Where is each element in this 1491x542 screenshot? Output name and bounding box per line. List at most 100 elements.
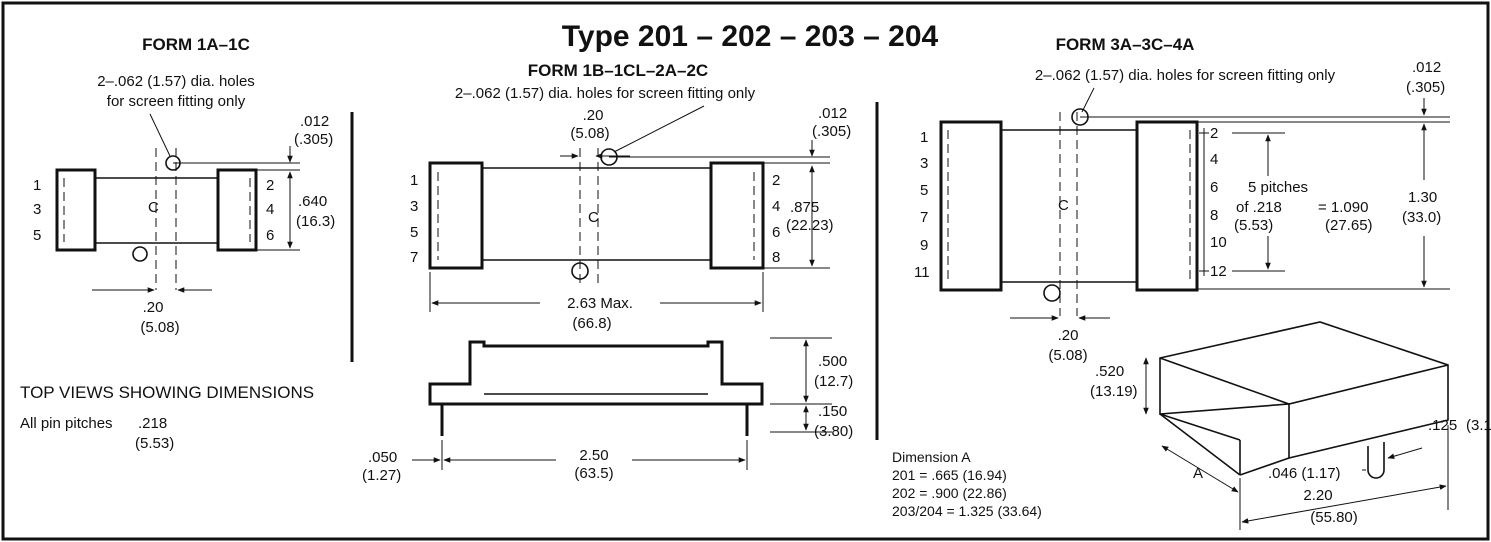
pin-pitch-mm: (5.53) <box>135 435 174 452</box>
pitch-mm: (5.53) <box>1234 217 1273 234</box>
dimension-a-row-203-204: 203/204 = 1.325 (33.64) <box>892 503 1042 519</box>
side-height-mm: (12.7) <box>814 373 853 390</box>
form-1b-1cl-2a-2c: FORM 1B–1CL–2A–2C 2–.062 (1.57) dia. hol… <box>362 61 853 484</box>
form1-end-right <box>216 168 258 252</box>
form2-dim-top-in: .012 <box>818 105 847 122</box>
form2-pin-8: 8 <box>772 249 780 266</box>
form1-leader <box>149 113 171 157</box>
screen-slot-width: .046 (1.17) <box>1268 465 1341 482</box>
form2-dim-length: 2.63 Max. <box>567 295 633 312</box>
screen-width-label: A <box>1193 465 1203 482</box>
form1-pin-3: 3 <box>33 201 41 218</box>
form1-dim-height-in: .640 <box>298 193 327 210</box>
form1-end-left <box>55 168 97 252</box>
form2-pin-7: 7 <box>410 249 418 266</box>
pitch-of: of .218 <box>1236 199 1282 216</box>
form1-hole-bottom <box>132 246 148 262</box>
form3-pin-1: 1 <box>920 129 928 146</box>
form1-pin-2: 2 <box>266 177 274 194</box>
form1-dim-hole-in: .20 <box>143 299 164 316</box>
form3-heading: FORM 3A–3C–4A <box>1056 35 1195 54</box>
form3-dim-height-mm: (33.0) <box>1402 209 1441 226</box>
screen-length-mm: (55.80) <box>1310 509 1358 526</box>
screen-height-mm: (13.19) <box>1090 383 1138 400</box>
form1-dim-hole-mm: (5.08) <box>140 319 179 336</box>
form2-end-left <box>428 161 484 270</box>
form3-centerline-label: C <box>1058 197 1069 214</box>
form2-pin-2: 2 <box>772 172 780 189</box>
form3-leader <box>1081 87 1095 113</box>
form3-dim-top-mm: (.305) <box>1406 79 1445 96</box>
form-1a-1c: FORM 1A–1C 2–.062 (1.57) dia. holes for … <box>20 35 335 452</box>
screen-slot <box>1367 442 1385 479</box>
form2-dim-height-mm: (22.23) <box>786 217 834 234</box>
form1-dim-top-mm: (.305) <box>294 131 333 148</box>
form3-pin-8: 8 <box>1210 207 1218 224</box>
form3-dim-hole-in: .20 <box>1058 327 1079 344</box>
form3-pin-12: 12 <box>1210 263 1227 280</box>
form3-pin-7: 7 <box>920 209 928 226</box>
side-pin-in: .150 <box>818 403 847 420</box>
side-height-in: .500 <box>818 353 847 370</box>
form1-pin-5: 5 <box>33 227 41 244</box>
form2-pin-1: 1 <box>410 172 418 189</box>
form2-pin-4: 4 <box>772 198 780 215</box>
type-title: Type 201 – 202 – 203 – 204 <box>562 20 939 53</box>
side-pin-mm: (3.80) <box>814 423 853 440</box>
dimension-a-row-202: 202 = .900 (22.86) <box>892 485 1007 501</box>
form1-heading: FORM 1A–1C <box>142 35 250 54</box>
form3-pin-10: 10 <box>1210 234 1227 251</box>
form2-end-right <box>709 161 765 270</box>
form3-end-left <box>939 120 1003 292</box>
side-offset-in: .050 <box>368 449 397 466</box>
form2-centerline-label: C <box>588 209 599 226</box>
form-3a-3c-4a: FORM 3A–3C–4A 2–.062 (1.57) dia. holes f… <box>914 35 1450 364</box>
screen-slot-mm: (3.18) <box>1466 417 1491 434</box>
form2-hole-bottom <box>571 262 589 280</box>
form3-dim-hole-mm: (5.08) <box>1048 347 1087 364</box>
top-views-caption: TOP VIEWS SHOWING DIMENSIONS <box>20 383 314 402</box>
form1-dim-top-in: .012 <box>300 113 329 130</box>
pitch-total-mm: (27.65) <box>1325 217 1373 234</box>
form2-side-view <box>428 340 764 406</box>
form3-pin-6: 6 <box>1210 179 1218 196</box>
form1-centerline-label: C <box>148 199 159 216</box>
form2-heading: FORM 1B–1CL–2A–2C <box>528 61 708 80</box>
form3-holes-note: 2–.062 (1.57) dia. holes for screen fitt… <box>1035 67 1336 84</box>
form1-holes-note-line1: 2–.062 (1.57) dia. holes <box>97 73 255 90</box>
pin-pitch-in: .218 <box>138 415 167 432</box>
form3-end-right <box>1135 120 1199 292</box>
screen-outline <box>1159 321 1449 460</box>
form2-holes-note: 2–.062 (1.57) dia. holes for screen fitt… <box>455 85 756 102</box>
pitch-total: = 1.090 <box>1318 199 1368 216</box>
form2-dim-top-mm: (.305) <box>812 123 851 140</box>
form2-dim-hole-in: .20 <box>583 107 604 124</box>
form3-pin-2: 2 <box>1210 125 1218 142</box>
form2-pin-3: 3 <box>410 198 418 215</box>
form3-pin-3: 3 <box>920 155 928 172</box>
screen-slot-in: .125 <box>1428 417 1457 434</box>
side-span-in: 2.50 <box>579 447 608 464</box>
side-offset-mm: (1.27) <box>362 467 401 484</box>
dimension-a-title: Dimension A <box>892 449 971 465</box>
form2-pin-6: 6 <box>772 224 780 241</box>
screen-cover: .520 (13.19) .125 (3.18) .046 (1.17) A 2… <box>892 321 1491 530</box>
dimension-a-row-201: 201 = .665 (16.94) <box>892 467 1007 483</box>
form2-leader <box>613 105 705 153</box>
form3-hole-bottom <box>1043 284 1061 302</box>
form3-pin-4: 4 <box>1210 151 1218 168</box>
form3-pin-9: 9 <box>920 237 928 254</box>
side-span-mm: (63.5) <box>574 465 613 482</box>
form1-pin-4: 4 <box>266 201 274 218</box>
form1-dim-height-mm: (16.3) <box>296 213 335 230</box>
form3-dim-height-in: 1.30 <box>1408 189 1437 206</box>
form1-pin-1: 1 <box>33 177 41 194</box>
pitch-count: 5 pitches <box>1248 179 1308 196</box>
form3-pin-5: 5 <box>920 182 928 199</box>
form1-holes-note-line2: for screen fitting only <box>107 93 246 110</box>
form2-dim-hole-mm: (5.08) <box>570 125 609 142</box>
pin-pitch-label: All pin pitches <box>20 415 113 432</box>
